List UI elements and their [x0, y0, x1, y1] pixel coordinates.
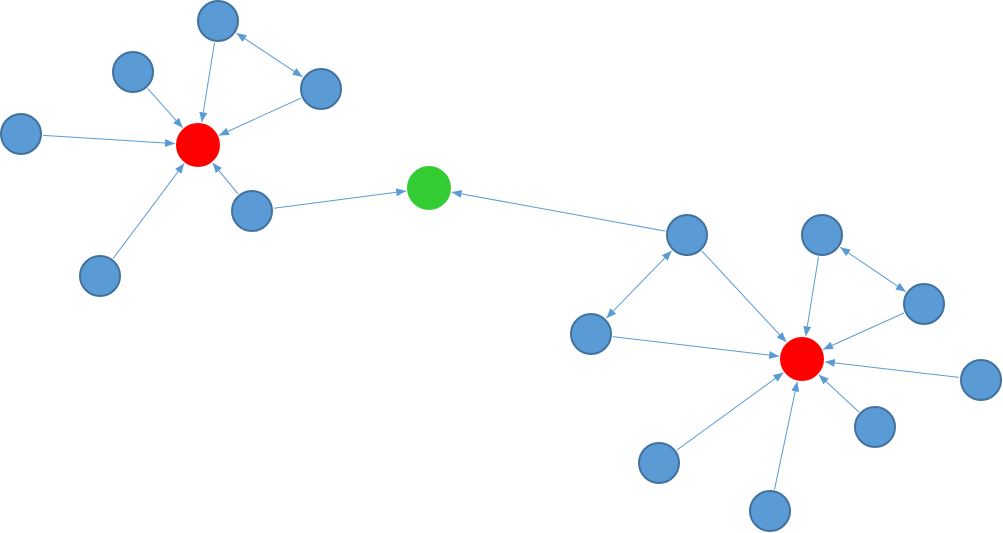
node-hub-a — [176, 123, 220, 167]
node-b6 — [854, 406, 896, 448]
node-a1 — [197, 0, 239, 42]
node-a2 — [112, 51, 154, 93]
edge-a4-to-hub-a — [42, 134, 176, 147]
edge-b3-to-hub-b — [803, 256, 819, 337]
node-b1 — [570, 313, 612, 355]
node-a4 — [0, 113, 42, 155]
edge-a6-to-hub-a — [112, 163, 185, 259]
node-a5 — [231, 190, 273, 232]
edge-a1-to-hub-a — [199, 42, 215, 123]
edge-b8-to-hub-b — [774, 381, 800, 490]
edge-a5-to-hub-a — [212, 162, 239, 195]
edge-b4-to-hub-b — [822, 312, 905, 350]
node-b3 — [801, 214, 843, 256]
edge-b2-to-center — [451, 189, 666, 232]
edge-a2-to-hub-a — [147, 88, 184, 129]
edge-a3-to-hub-a — [218, 97, 302, 136]
node-b5 — [960, 359, 1002, 401]
edge-b1-to-hub-b — [612, 336, 780, 360]
node-b7 — [638, 442, 680, 484]
edge-b2-to-hub-b — [701, 250, 787, 343]
node-center — [407, 166, 451, 210]
node-b2 — [666, 214, 708, 256]
node-b4 — [903, 283, 945, 325]
edge-a1-to-a3 — [236, 32, 303, 78]
edge-b1-to-b2 — [605, 250, 673, 319]
edge-b5-to-hub-b — [824, 358, 960, 378]
edge-b7-to-hub-b — [676, 372, 784, 451]
edges-layer — [42, 32, 960, 490]
edge-a5-to-center — [273, 188, 407, 209]
edge-b3-to-b4 — [839, 246, 907, 293]
node-a3 — [300, 68, 342, 110]
node-hub-b — [780, 337, 824, 381]
node-b8 — [749, 490, 791, 532]
edge-b6-to-hub-b — [818, 374, 860, 413]
node-a6 — [79, 255, 121, 297]
